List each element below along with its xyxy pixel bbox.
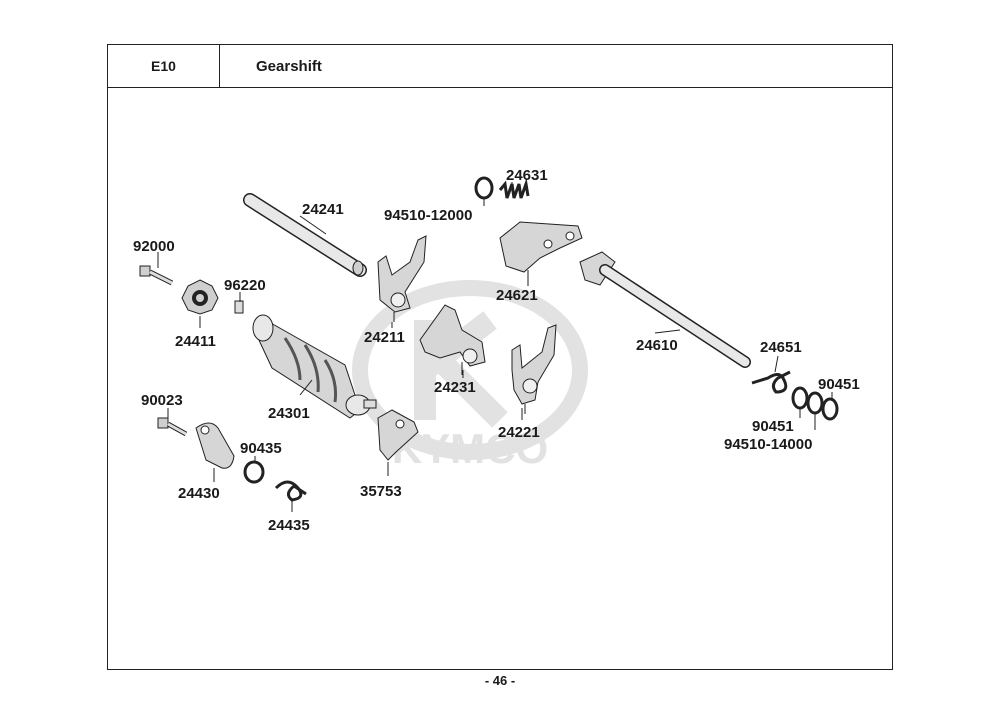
label-24621: 24621: [496, 287, 538, 304]
label-92000: 92000: [133, 238, 175, 255]
part-24435-spring: [274, 480, 307, 502]
part-90435-washer: [243, 460, 265, 484]
part-24631-spring: [498, 178, 530, 199]
page-frame: E10 Gearshift: [107, 44, 893, 670]
part-24221-shift-fork: [511, 324, 557, 414]
part-24301-shift-drum: [252, 314, 377, 419]
label-24301: 24301: [268, 405, 310, 422]
part-24211-shift-fork: [377, 235, 427, 322]
part-92000-bolt: [139, 265, 174, 286]
part-90451-washer-outer: [821, 397, 839, 421]
watermark-text: KYMCO: [392, 425, 548, 472]
label-24631: 24631: [506, 167, 548, 184]
label-90023: 90023: [141, 392, 183, 409]
label-24411: 24411: [175, 333, 216, 350]
part-24411-star-plate: [181, 279, 219, 315]
part-24430-stopper-arm: [195, 422, 235, 469]
label-24610: 24610: [636, 337, 678, 354]
label-24435: 24435: [268, 517, 310, 534]
label-90435: 90435: [240, 440, 282, 457]
section-code: E10: [108, 45, 220, 87]
label-24221: 24221: [498, 424, 540, 441]
kymco-watermark: KYMCO: [352, 280, 588, 472]
part-90023-bolt: [157, 417, 188, 437]
part-94510-14000-circlip: [806, 391, 824, 415]
part-labels: 24241 92000 96220 24411 24211 94510-1200…: [133, 167, 860, 534]
leader-lines: [157, 182, 833, 512]
label-94510-12000: 94510-12000: [384, 207, 472, 224]
part-24651-return-spring: [751, 370, 791, 394]
page-number: - 46 -: [484, 673, 516, 688]
header-row: E10 Gearshift: [108, 45, 892, 88]
label-90451: 90451: [752, 418, 794, 435]
label-90451-right: 90451: [818, 376, 860, 393]
part-24241-shaft: [243, 193, 367, 277]
part-96220-pin: [234, 300, 244, 314]
part-24610-shift-shaft: [579, 251, 751, 368]
part-90451-washer: [791, 386, 809, 410]
label-94510-14000: 94510-14000: [724, 436, 812, 453]
label-24651: 24651: [760, 339, 802, 356]
part-24231-shift-fork: [419, 304, 486, 375]
label-24231: 24231: [434, 379, 476, 396]
part-94510-12000-circlip: [474, 176, 494, 200]
part-35753-cam: [377, 409, 419, 461]
label-35753: 35753: [360, 483, 402, 500]
label-24430: 24430: [178, 485, 220, 502]
section-title: Gearshift: [256, 57, 322, 75]
part-24621-shift-plate: [499, 221, 583, 273]
label-24211: 24211: [364, 329, 405, 346]
label-96220: 96220: [224, 277, 266, 294]
label-24241: 24241: [302, 201, 344, 218]
